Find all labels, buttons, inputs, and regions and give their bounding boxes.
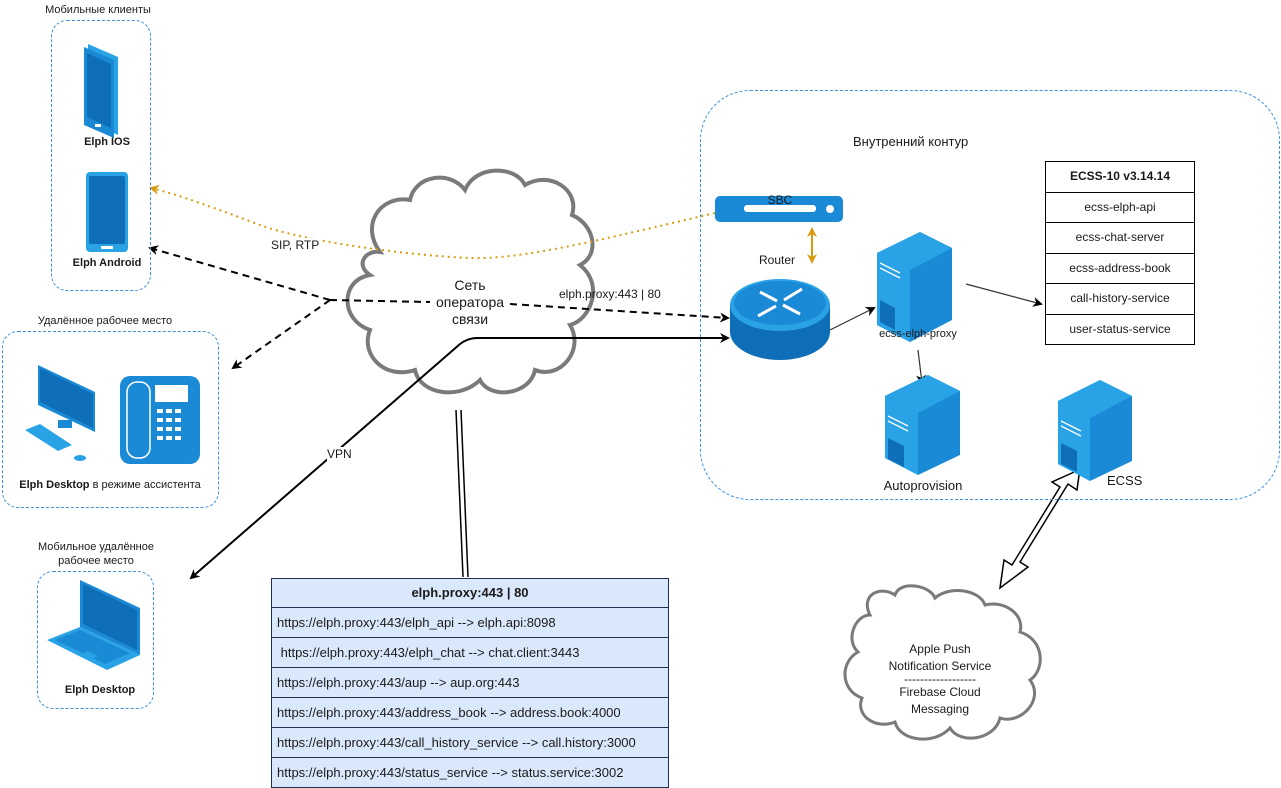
ecss-table-row: call-history-service [1046,283,1194,314]
ios-phone-icon [84,44,118,138]
remote-workplace-title: Удалённое рабочее место [37,315,173,327]
proxy-to-ecss-table [965,283,1043,307]
android-label: Elph Android [72,257,142,269]
ecss-table-row: user-status-service [1046,313,1194,345]
operator-cloud-line3: связи [451,311,489,327]
router-label: Router [759,253,796,267]
proxy-table-row: https://elph.proxy:443/elph_api --> elph… [272,607,668,637]
mobile-clients-group [51,20,151,291]
ecss-push-arrow [999,466,1081,590]
desktop-label-rest: в режиме ассистента [89,479,201,491]
ios-label: Elph IOS [84,136,130,148]
desktop-assistant-label: Elph Desktop в режиме ассистента [19,479,201,491]
operator-cloud-label: Сеть оператора связи [410,277,530,328]
ecss-table-row: ecss-elph-api [1046,191,1194,223]
ecss-table-row: ecss-chat-server [1046,222,1194,253]
proxy-routing-table: elph.proxy:443 | 80 https://elph.proxy:4… [271,578,669,788]
vpn-line [189,337,728,580]
proxy-server-label: ecss-elph-proxy [879,328,957,340]
ecss-table-row: ecss-address-book [1046,252,1194,284]
desktop-label-bold: Elph Desktop [19,479,90,491]
push-cloud-label: Apple Push Notification Service --------… [880,641,1000,717]
remote-workplace-group [2,331,219,508]
router-to-proxy [829,307,876,331]
operator-cloud [345,168,596,395]
push-cloud-line5: Messaging [910,701,970,716]
push-cloud [843,584,1042,741]
proxy-table-row: https://elph.proxy:443/status_service --… [272,757,668,787]
push-cloud-line3: ------------------ [904,672,976,686]
router-icon [730,279,830,360]
sbc-device-icon [715,196,843,222]
internal-contour-group [700,90,1280,500]
mobile-remote-title-2: рабочее место [58,555,134,567]
push-cloud-line4: Firebase Cloud [899,685,981,699]
mobile-clients-title: Мобильные клиенты [45,4,151,16]
dashed-to-desktop [231,299,331,370]
proxy-table-title: elph.proxy:443 | 80 [411,585,529,600]
laptop-icon [47,580,140,670]
ecss-label: ECSS [1107,473,1143,488]
vpn-label: VPN [327,447,352,461]
proxy-server-icon [877,232,952,342]
sip-rtp-label: SIP, RTP [271,238,320,252]
push-cloud-line1: Apple Push [909,642,971,656]
autoprovision-label: Autoprovision [883,478,963,493]
laptop-label: Elph Desktop [64,684,136,696]
mobile-remote-title-1: Мобильное удалённое [38,541,154,553]
proxy-to-autoprovision [916,349,927,385]
operator-cloud-line1: Сеть [454,277,486,293]
ecss-server-icon [1058,380,1132,481]
internal-contour-title: Внутренний контур [853,134,969,149]
mobile-remote-workplace-group [37,571,154,709]
proxy-table-row: https://elph.proxy:443/elph_chat --> cha… [272,637,668,667]
autoprovision-server-icon [885,375,960,475]
sbc-label: SBC [767,193,793,207]
ip-phone-icon [120,376,200,464]
android-phone-icon [86,172,128,252]
operator-cloud-line2: оператора [435,294,505,310]
double-line-b [460,409,469,578]
ecss-table-title: ECSS-10 v3.14.14 [1069,169,1171,183]
ecss-services-table: ECSS-10 v3.14.14 ecss-elph-api ecss-chat… [1045,161,1195,345]
proxy-table-row: https://elph.proxy:443/call_history_serv… [272,727,668,757]
dashed-to-router [329,299,728,318]
desktop-computer-icon [25,365,95,461]
proxy-table-row: https://elph.proxy:443/aup --> aup.org:4… [272,667,668,697]
proxy-port-label: elph.proxy:443 | 80 [559,287,661,301]
double-line-a [455,409,464,578]
push-cloud-line2: Notification Service [888,658,992,673]
dashed-to-android [148,245,331,301]
proxy-table-row: https://elph.proxy:443/address_book --> … [272,697,668,727]
